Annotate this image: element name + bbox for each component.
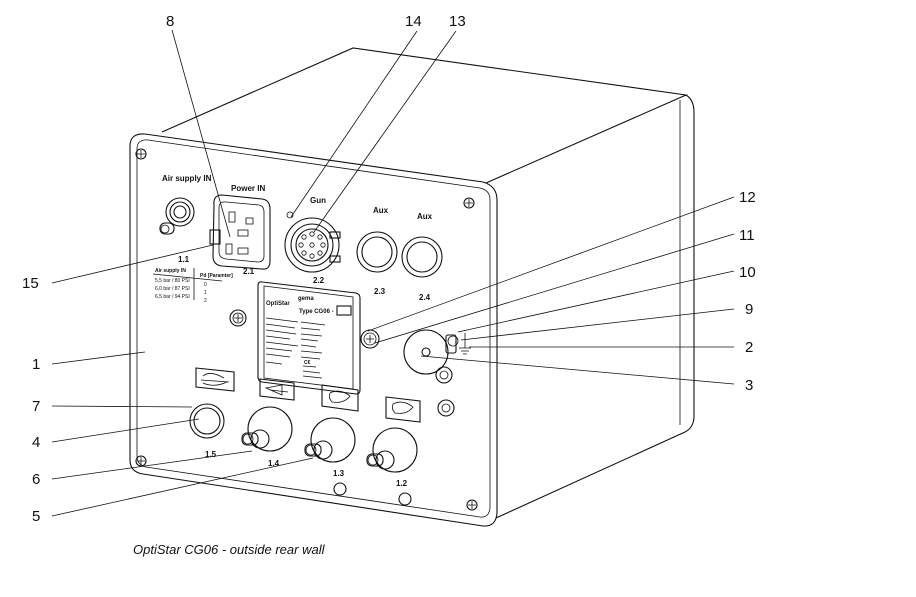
callout-7: 7 bbox=[32, 398, 40, 415]
icon-box-1-5 bbox=[195, 367, 235, 392]
callout-4: 4 bbox=[32, 434, 40, 451]
label-air-supply-in: Air supply IN bbox=[162, 174, 212, 183]
ce-mark: C€ bbox=[304, 360, 311, 366]
label-power-in: Power IN bbox=[231, 184, 265, 193]
aux-connector-2-4 bbox=[401, 236, 443, 278]
callout-11: 11 bbox=[739, 227, 755, 244]
screw-icon bbox=[463, 197, 475, 209]
nameplate-brand: gema bbox=[298, 296, 314, 302]
callout-12: 12 bbox=[739, 189, 756, 206]
screw-11 bbox=[360, 329, 380, 349]
label-gun: Gun bbox=[310, 196, 326, 205]
callout-14: 14 bbox=[405, 13, 422, 30]
screw-icon bbox=[466, 499, 478, 511]
icon-box-1-4 bbox=[259, 378, 295, 401]
rear-panel bbox=[129, 133, 498, 527]
small-ports bbox=[333, 366, 455, 506]
number-1-4: 1.4 bbox=[268, 459, 280, 468]
leader-lines bbox=[51, 29, 735, 517]
callout-8: 8 bbox=[166, 13, 174, 30]
callout-10: 10 bbox=[739, 264, 756, 281]
aux-port-1-5 bbox=[189, 403, 225, 439]
callout-13: 13 bbox=[449, 13, 466, 30]
screw-icon bbox=[135, 455, 147, 467]
air-supply-in-connector bbox=[159, 197, 195, 235]
number-2-4: 2.4 bbox=[419, 293, 431, 302]
nameplate-type: Type CG06 - bbox=[299, 309, 334, 315]
callout-5: 5 bbox=[32, 508, 40, 525]
screw-icon bbox=[229, 309, 247, 327]
pressure-table-header-right: Pd [Paramter] bbox=[200, 273, 233, 279]
housing-side-face bbox=[495, 94, 695, 519]
aux-connector-2-3 bbox=[356, 231, 398, 273]
pressure-row-1-value: 1 bbox=[204, 290, 207, 296]
nameplate: gema OptiStar Type CG06 - C€ bbox=[257, 281, 361, 395]
nameplate-model: OptiStar bbox=[266, 301, 290, 307]
icon-box-1-3 bbox=[321, 384, 359, 412]
pressure-row-2-value: 2 bbox=[204, 298, 207, 304]
label-aux-b: Aux bbox=[417, 212, 433, 221]
pressure-table-header-left: Air supply IN bbox=[155, 268, 186, 274]
callout-6: 6 bbox=[32, 471, 40, 488]
number-1-2: 1.2 bbox=[396, 479, 408, 488]
callout-2: 2 bbox=[745, 339, 753, 356]
number-2-1: 2.1 bbox=[243, 267, 255, 276]
panel-screws bbox=[135, 148, 478, 511]
figure-caption: OptiStar CG06 - outside rear wall bbox=[133, 542, 325, 557]
pressure-row-2-range: 6,5 bar / 94 PSI bbox=[155, 294, 190, 300]
icon-box-1-2 bbox=[385, 396, 421, 423]
callout-9: 9 bbox=[745, 301, 753, 318]
number-1-3: 1.3 bbox=[333, 469, 345, 478]
housing-top-face bbox=[161, 47, 688, 184]
pressure-row-1-range: 6,0 bar / 87 PSI bbox=[155, 286, 190, 292]
housing bbox=[129, 47, 695, 527]
air-connector-1-2 bbox=[366, 427, 418, 473]
pressure-row-0-value: 0 bbox=[204, 282, 207, 288]
number-2-2: 2.2 bbox=[313, 276, 325, 285]
pressure-table: Air supply IN Pd [Paramter] 5,5 bar / 80… bbox=[152, 268, 233, 304]
number-2-3: 2.3 bbox=[374, 287, 386, 296]
number-1-1: 1.1 bbox=[178, 255, 190, 264]
air-connector-1-4 bbox=[241, 406, 293, 452]
callout-3: 3 bbox=[745, 377, 753, 394]
callout-15: 15 bbox=[22, 275, 39, 292]
number-1-5: 1.5 bbox=[205, 450, 217, 459]
pressure-row-0-range: 5,5 bar / 80 PSI bbox=[155, 278, 190, 284]
power-in-connector bbox=[209, 194, 271, 270]
label-aux-a: Aux bbox=[373, 206, 389, 215]
gun-connector bbox=[284, 211, 341, 273]
callout-1: 1 bbox=[32, 356, 40, 373]
screw-icon bbox=[135, 148, 147, 160]
air-connector-1-3 bbox=[304, 417, 356, 463]
ground-knob bbox=[403, 329, 471, 375]
